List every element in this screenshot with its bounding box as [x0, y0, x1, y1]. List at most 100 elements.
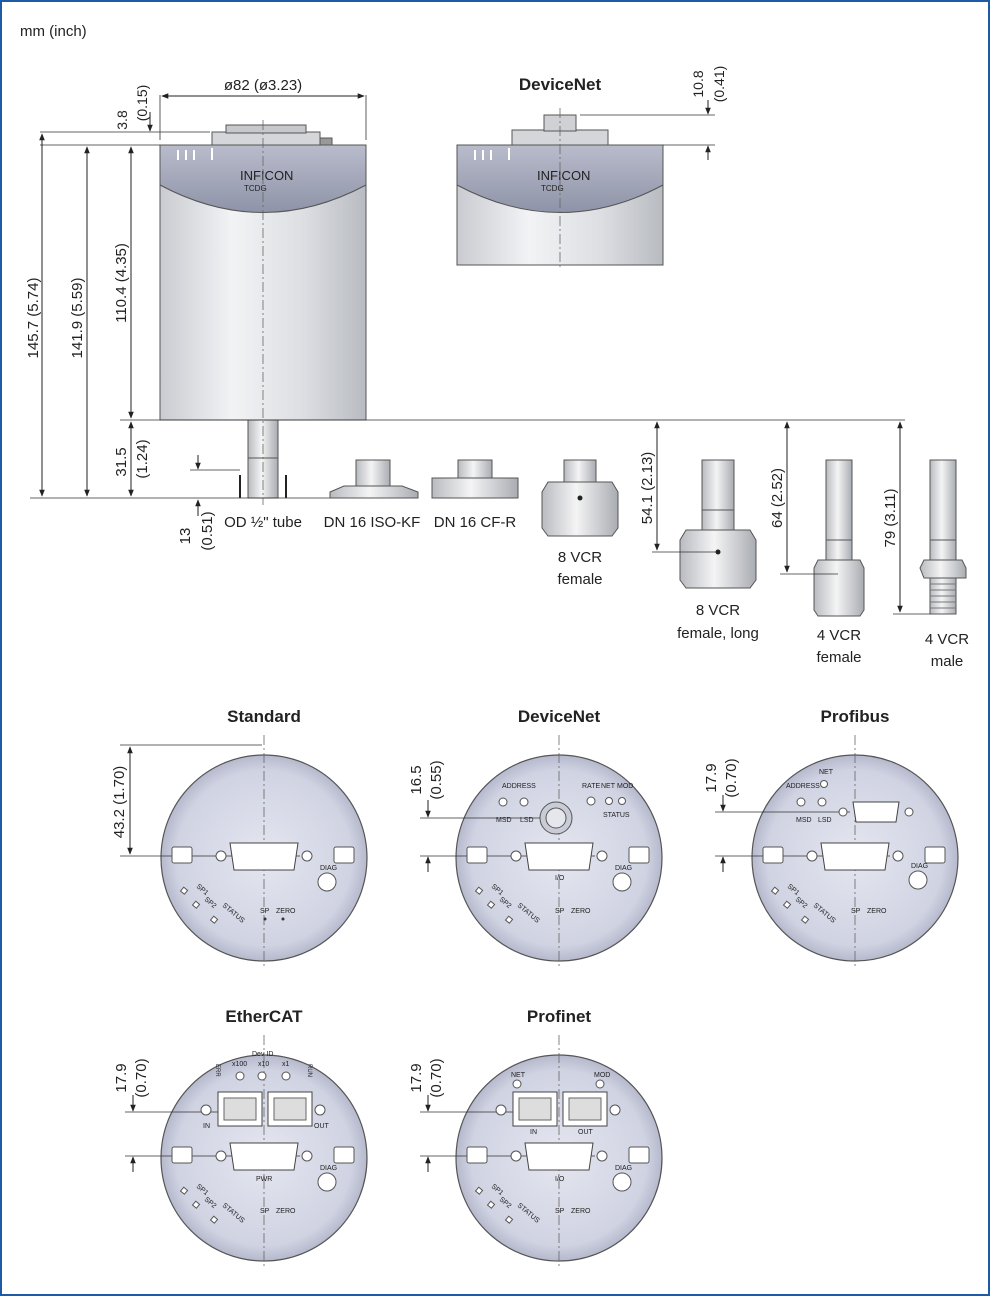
fitting-iso-kf: DN 16 ISO-KF [324, 459, 421, 531]
dn-net-label: NET [601, 783, 616, 790]
pb-lsd-label: LSD [818, 817, 832, 824]
pb-diag-label: DIAG [911, 863, 928, 870]
ec-zero-label: ZERO [276, 1208, 296, 1215]
fitting-8vcr-female-long: 54.1 (2.13) 8 VCR female, long [639, 421, 759, 642]
brand-logo-2: INFICON [537, 168, 590, 183]
dim-64: 64 (2.52) [769, 468, 786, 528]
dim-31.5: 31.5 [113, 447, 130, 476]
ec-err-label: ERR [214, 1064, 220, 1077]
label-4vcr-male-1: 4 VCR [925, 631, 969, 648]
title-devicenet: DeviceNet [518, 707, 601, 726]
pb-sp-label: SP [851, 908, 861, 915]
label-8vcr-long-2: female, long [677, 625, 759, 642]
dim-17.9-pb: 17.9 [703, 763, 720, 792]
dim-1.24: (1.24) [134, 439, 151, 478]
dim-0.51: (0.51) [199, 511, 216, 550]
ec-out-label: OUT [314, 1123, 330, 1130]
pb-zero-label: ZERO [867, 908, 887, 915]
dn-diag-label: DIAG [615, 865, 632, 872]
gauge-side-view: INFICON TCDG [159, 120, 367, 505]
title-profinet: Profinet [527, 1007, 592, 1026]
dn-mod-label: MOD [617, 783, 633, 790]
dim-54.1: 54.1 (2.13) [639, 452, 656, 525]
dn-sp-label: SP [555, 908, 565, 915]
dn-rate-label: RATE [582, 783, 600, 790]
dim-0.55: (0.55) [428, 760, 445, 799]
dimension-top-3.8: 3.8 (0.15) [40, 85, 210, 146]
pn-out-label: OUT [578, 1129, 594, 1136]
dn-msd-label: MSD [496, 817, 512, 824]
view-profibus: Profibus 17.9 (0.70) ADDRESS NET MSD LSD… [703, 707, 959, 968]
title-profibus: Profibus [821, 707, 890, 726]
ec-x1-label: x1 [282, 1061, 290, 1068]
pn-mod-label: MOD [594, 1072, 610, 1079]
dn-status-label: STATUS [603, 812, 630, 819]
dimension-diameter: ø82 (ø3.23) [159, 77, 367, 140]
ec-x10-label: x10 [258, 1061, 269, 1068]
label-8vcr-female-2: female [557, 571, 602, 588]
dn-lsd-label: LSD [520, 817, 534, 824]
model-label: TCDG [244, 184, 267, 193]
label-cf-r: DN 16 CF-R [434, 514, 517, 531]
label-iso-kf: DN 16 ISO-KF [324, 514, 421, 531]
label-4vcr-female-2: female [816, 649, 861, 666]
dim-16.5: 16.5 [408, 765, 425, 794]
pb-net-label: NET [819, 769, 834, 776]
pn-diag-label: DIAG [615, 1165, 632, 1172]
dim-79: 79 (3.11) [882, 489, 899, 548]
title-standard: Standard [227, 707, 301, 726]
brand-logo: INFICON [240, 168, 293, 183]
ec-pwr-label: PWR [256, 1176, 272, 1183]
ec-sp-label: SP [260, 1208, 270, 1215]
pn-in-label: IN [530, 1129, 537, 1136]
fitting-tube-label: OD ½" tube [224, 514, 302, 531]
dim-17.9-ec: 17.9 [113, 1063, 130, 1092]
dim-diameter: ø82 (ø3.23) [224, 77, 302, 94]
pb-address-label: ADDRESS [786, 783, 820, 790]
label-4vcr-male-2: male [931, 653, 964, 670]
model-label-2: TCDG [541, 184, 564, 193]
label-od-tube: OD ½" tube [224, 514, 302, 531]
pb-msd-label: MSD [796, 817, 812, 824]
label-4vcr-female-1: 4 VCR [817, 627, 861, 644]
ec-devid-label: Dev ID [252, 1051, 273, 1058]
dim-13: 13 [177, 528, 194, 545]
dim-10.8: 10.8 [690, 70, 706, 97]
fitting-4vcr-female: 64 (2.52) 4 VCR female [769, 421, 865, 666]
devicenet-side-view: DeviceNet INFICON TCDG 10.8 (0.41) [456, 66, 727, 270]
ec-in-label: IN [203, 1123, 210, 1130]
dim-0.70-pb: (0.70) [723, 758, 740, 797]
ec-run-label: RUN [306, 1064, 312, 1077]
dim-3.8: 3.8 [114, 110, 130, 130]
devicenet-side-title: DeviceNet [519, 75, 602, 94]
dim-145.7: 145.7 (5.74) [25, 278, 42, 359]
dim-141.9: 141.9 (5.59) [69, 278, 86, 359]
std-zero-label: ZERO [276, 908, 296, 915]
pn-zero-label: ZERO [571, 1208, 591, 1215]
units-label: mm (inch) [20, 23, 87, 40]
title-ethercat: EtherCAT [225, 1007, 303, 1026]
std-diag-label: DIAG [320, 865, 337, 872]
view-standard: Standard 43.2 (1.70) DIAG SP1 SP2 STATUS… [111, 707, 368, 968]
pn-net-label: NET [511, 1072, 526, 1079]
dim-0.15: (0.15) [134, 85, 150, 122]
ec-x100-label: x100 [232, 1061, 247, 1068]
pn-io-label: I/O [555, 1176, 565, 1183]
dn-io-label: I/O [555, 875, 565, 882]
dim-43.2: 43.2 (1.70) [111, 766, 128, 839]
dim-0.41: (0.41) [711, 66, 727, 103]
dim-0.70-ec: (0.70) [133, 1058, 150, 1097]
std-sp-label: SP [260, 908, 270, 915]
view-devicenet: DeviceNet 16.5 (0.55) ADDRESS MSD LSD RA… [408, 707, 663, 968]
view-profinet: Profinet 17.9 (0.70) NET MOD IN OUT I/O … [408, 1007, 663, 1268]
pn-sp-label: SP [555, 1208, 565, 1215]
dn-address-label: ADDRESS [502, 783, 536, 790]
label-8vcr-female-1: 8 VCR [558, 549, 602, 566]
view-ethercat: EtherCAT 17.9 (0.70) Dev ID x100 x10 x1 … [113, 1007, 368, 1268]
dim-0.70-pn: (0.70) [428, 1058, 445, 1097]
fitting-8vcr-female: 8 VCR female [541, 459, 619, 588]
dim-17.9-pn: 17.9 [408, 1063, 425, 1092]
ec-diag-label: DIAG [320, 1165, 337, 1172]
dn-zero-label: ZERO [571, 908, 591, 915]
